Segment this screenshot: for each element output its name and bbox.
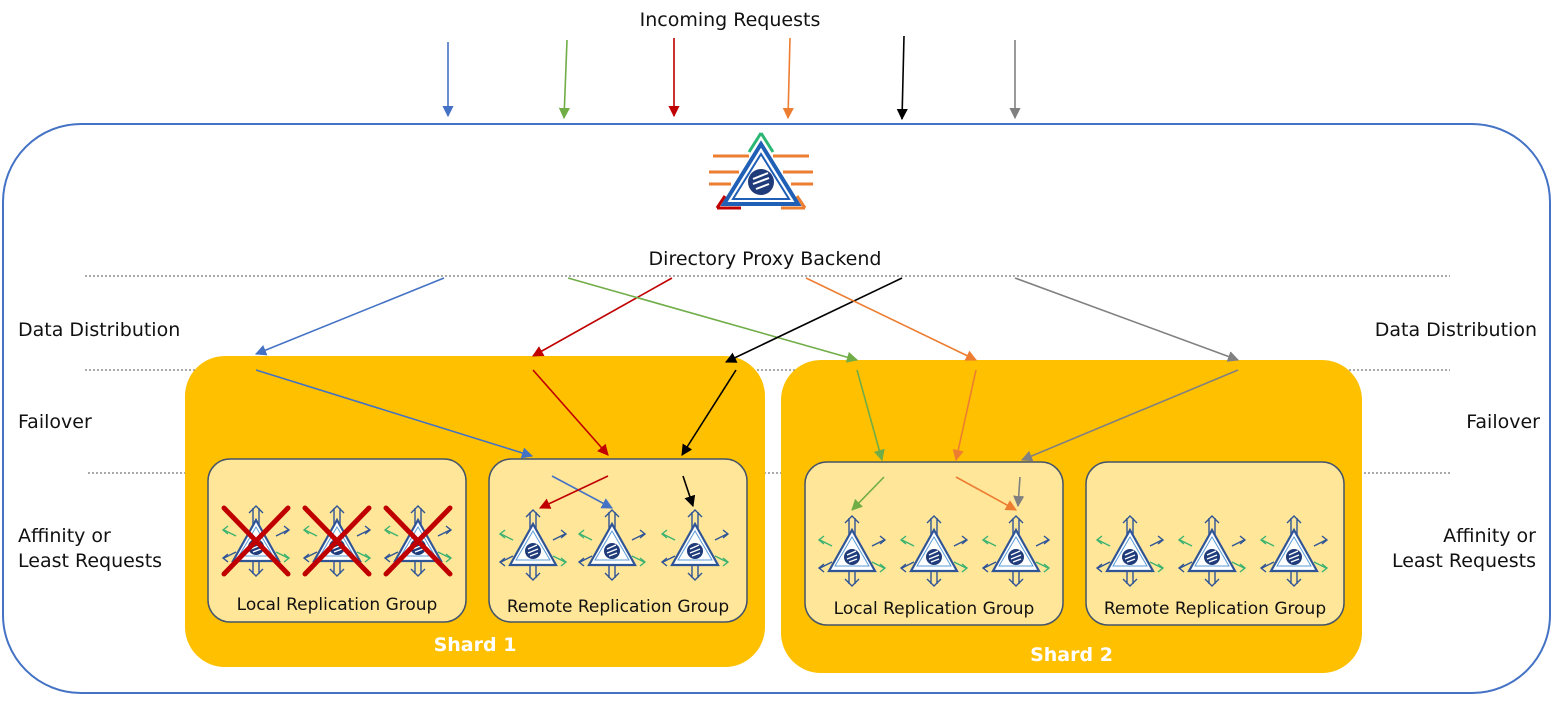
shard-2-local-group-label: Local Replication Group bbox=[833, 599, 1035, 619]
affinity-arrows bbox=[538, 475, 1025, 511]
data-distribution-label-left: Data Distribution bbox=[18, 319, 181, 341]
failover-arrows bbox=[255, 369, 1239, 462]
shard-2-label: Shard 2 bbox=[1030, 644, 1113, 666]
affinity-label-right-line1: Affinity or bbox=[1443, 525, 1536, 547]
shard-2-remote-group-label: Remote Replication Group bbox=[1103, 599, 1327, 619]
incoming-request-arrows bbox=[442, 35, 1021, 121]
affinity-label-left-line1: Affinity or bbox=[18, 525, 111, 547]
affinity-label-right-line2: Least Requests bbox=[1391, 550, 1536, 572]
data-distribution-label-right: Data Distribution bbox=[1374, 319, 1537, 341]
directory-proxy-backend-label: Directory Proxy Backend bbox=[648, 248, 882, 270]
incoming-arrow-black bbox=[896, 35, 908, 121]
affinity-label-left-line2: Least Requests bbox=[18, 550, 163, 572]
failover-label-left: Failover bbox=[18, 411, 92, 433]
shard-1-local-group-label: Local Replication Group bbox=[236, 595, 438, 615]
data-distribution-arrows bbox=[254, 277, 1240, 363]
failover-label-right: Failover bbox=[1466, 411, 1540, 433]
incoming-arrow-green bbox=[558, 39, 570, 120]
incoming-requests-label: Incoming Requests bbox=[639, 9, 821, 31]
incoming-arrow-orange bbox=[782, 37, 794, 120]
shard-1-remote-group-label: Remote Replication Group bbox=[506, 597, 730, 617]
shard-1-label: Shard 1 bbox=[433, 634, 517, 656]
